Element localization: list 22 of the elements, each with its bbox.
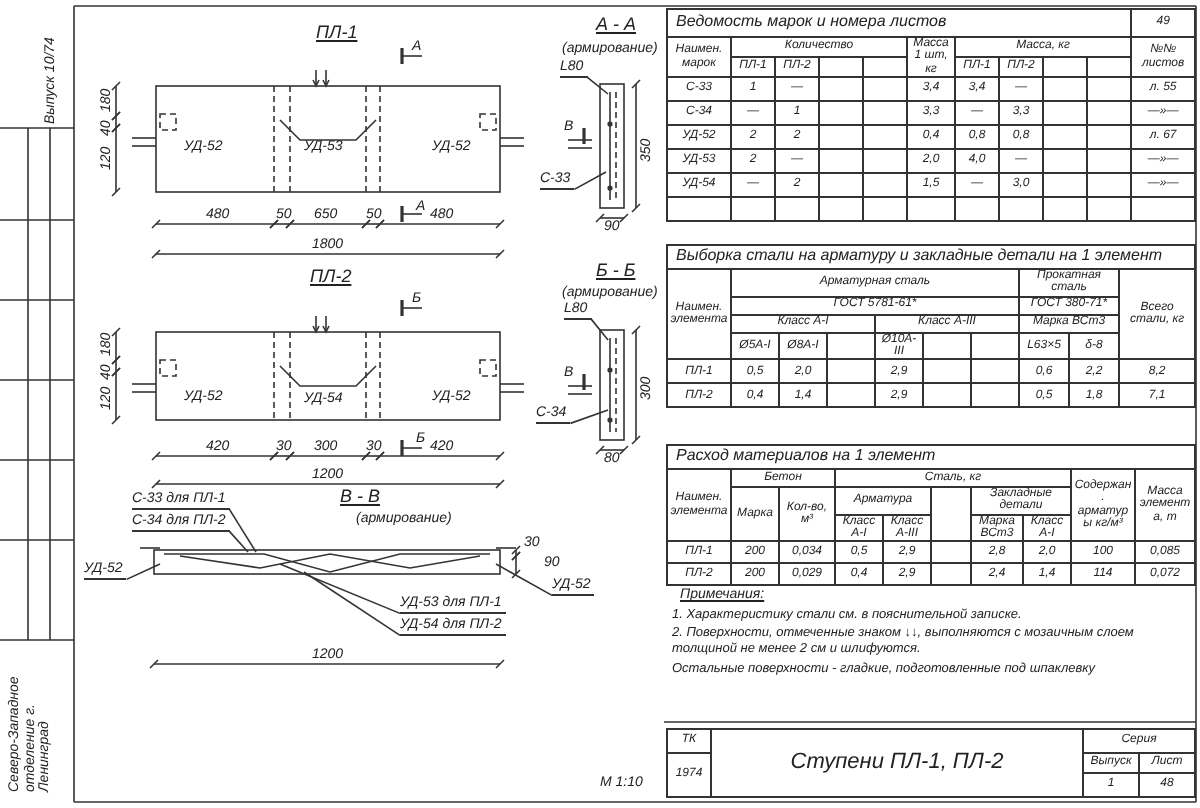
sheet-title: Ступени ПЛ-1, ПЛ-2	[711, 729, 1083, 797]
leader-line	[590, 318, 609, 341]
leader-line	[569, 409, 609, 425]
view-title: В - В	[340, 488, 381, 508]
leader-line	[279, 563, 401, 615]
leader-line	[228, 530, 249, 553]
leader-line	[303, 571, 401, 637]
table-title: Ведомость марок и номера листов	[667, 9, 1132, 37]
slab-section-drawing	[599, 329, 625, 441]
view-title: ПЛ-1	[316, 24, 358, 44]
leader-line	[586, 76, 609, 95]
view-title: А - А	[596, 16, 637, 36]
leader-line	[228, 508, 257, 553]
slab-section-drawing	[599, 83, 625, 209]
leader-line	[573, 171, 607, 191]
leader-line	[495, 563, 553, 597]
table-title: Выборка стали на арматуру и закладные детали на 1 элемент	[667, 245, 1196, 269]
reinforcement-elevation-drawing	[139, 547, 517, 575]
table-title: Расход материалов на 1 элемент	[667, 445, 1196, 469]
view-title: Б - Б	[596, 262, 636, 282]
leader-line	[125, 563, 161, 581]
view-title: ПЛ-2	[310, 268, 352, 288]
